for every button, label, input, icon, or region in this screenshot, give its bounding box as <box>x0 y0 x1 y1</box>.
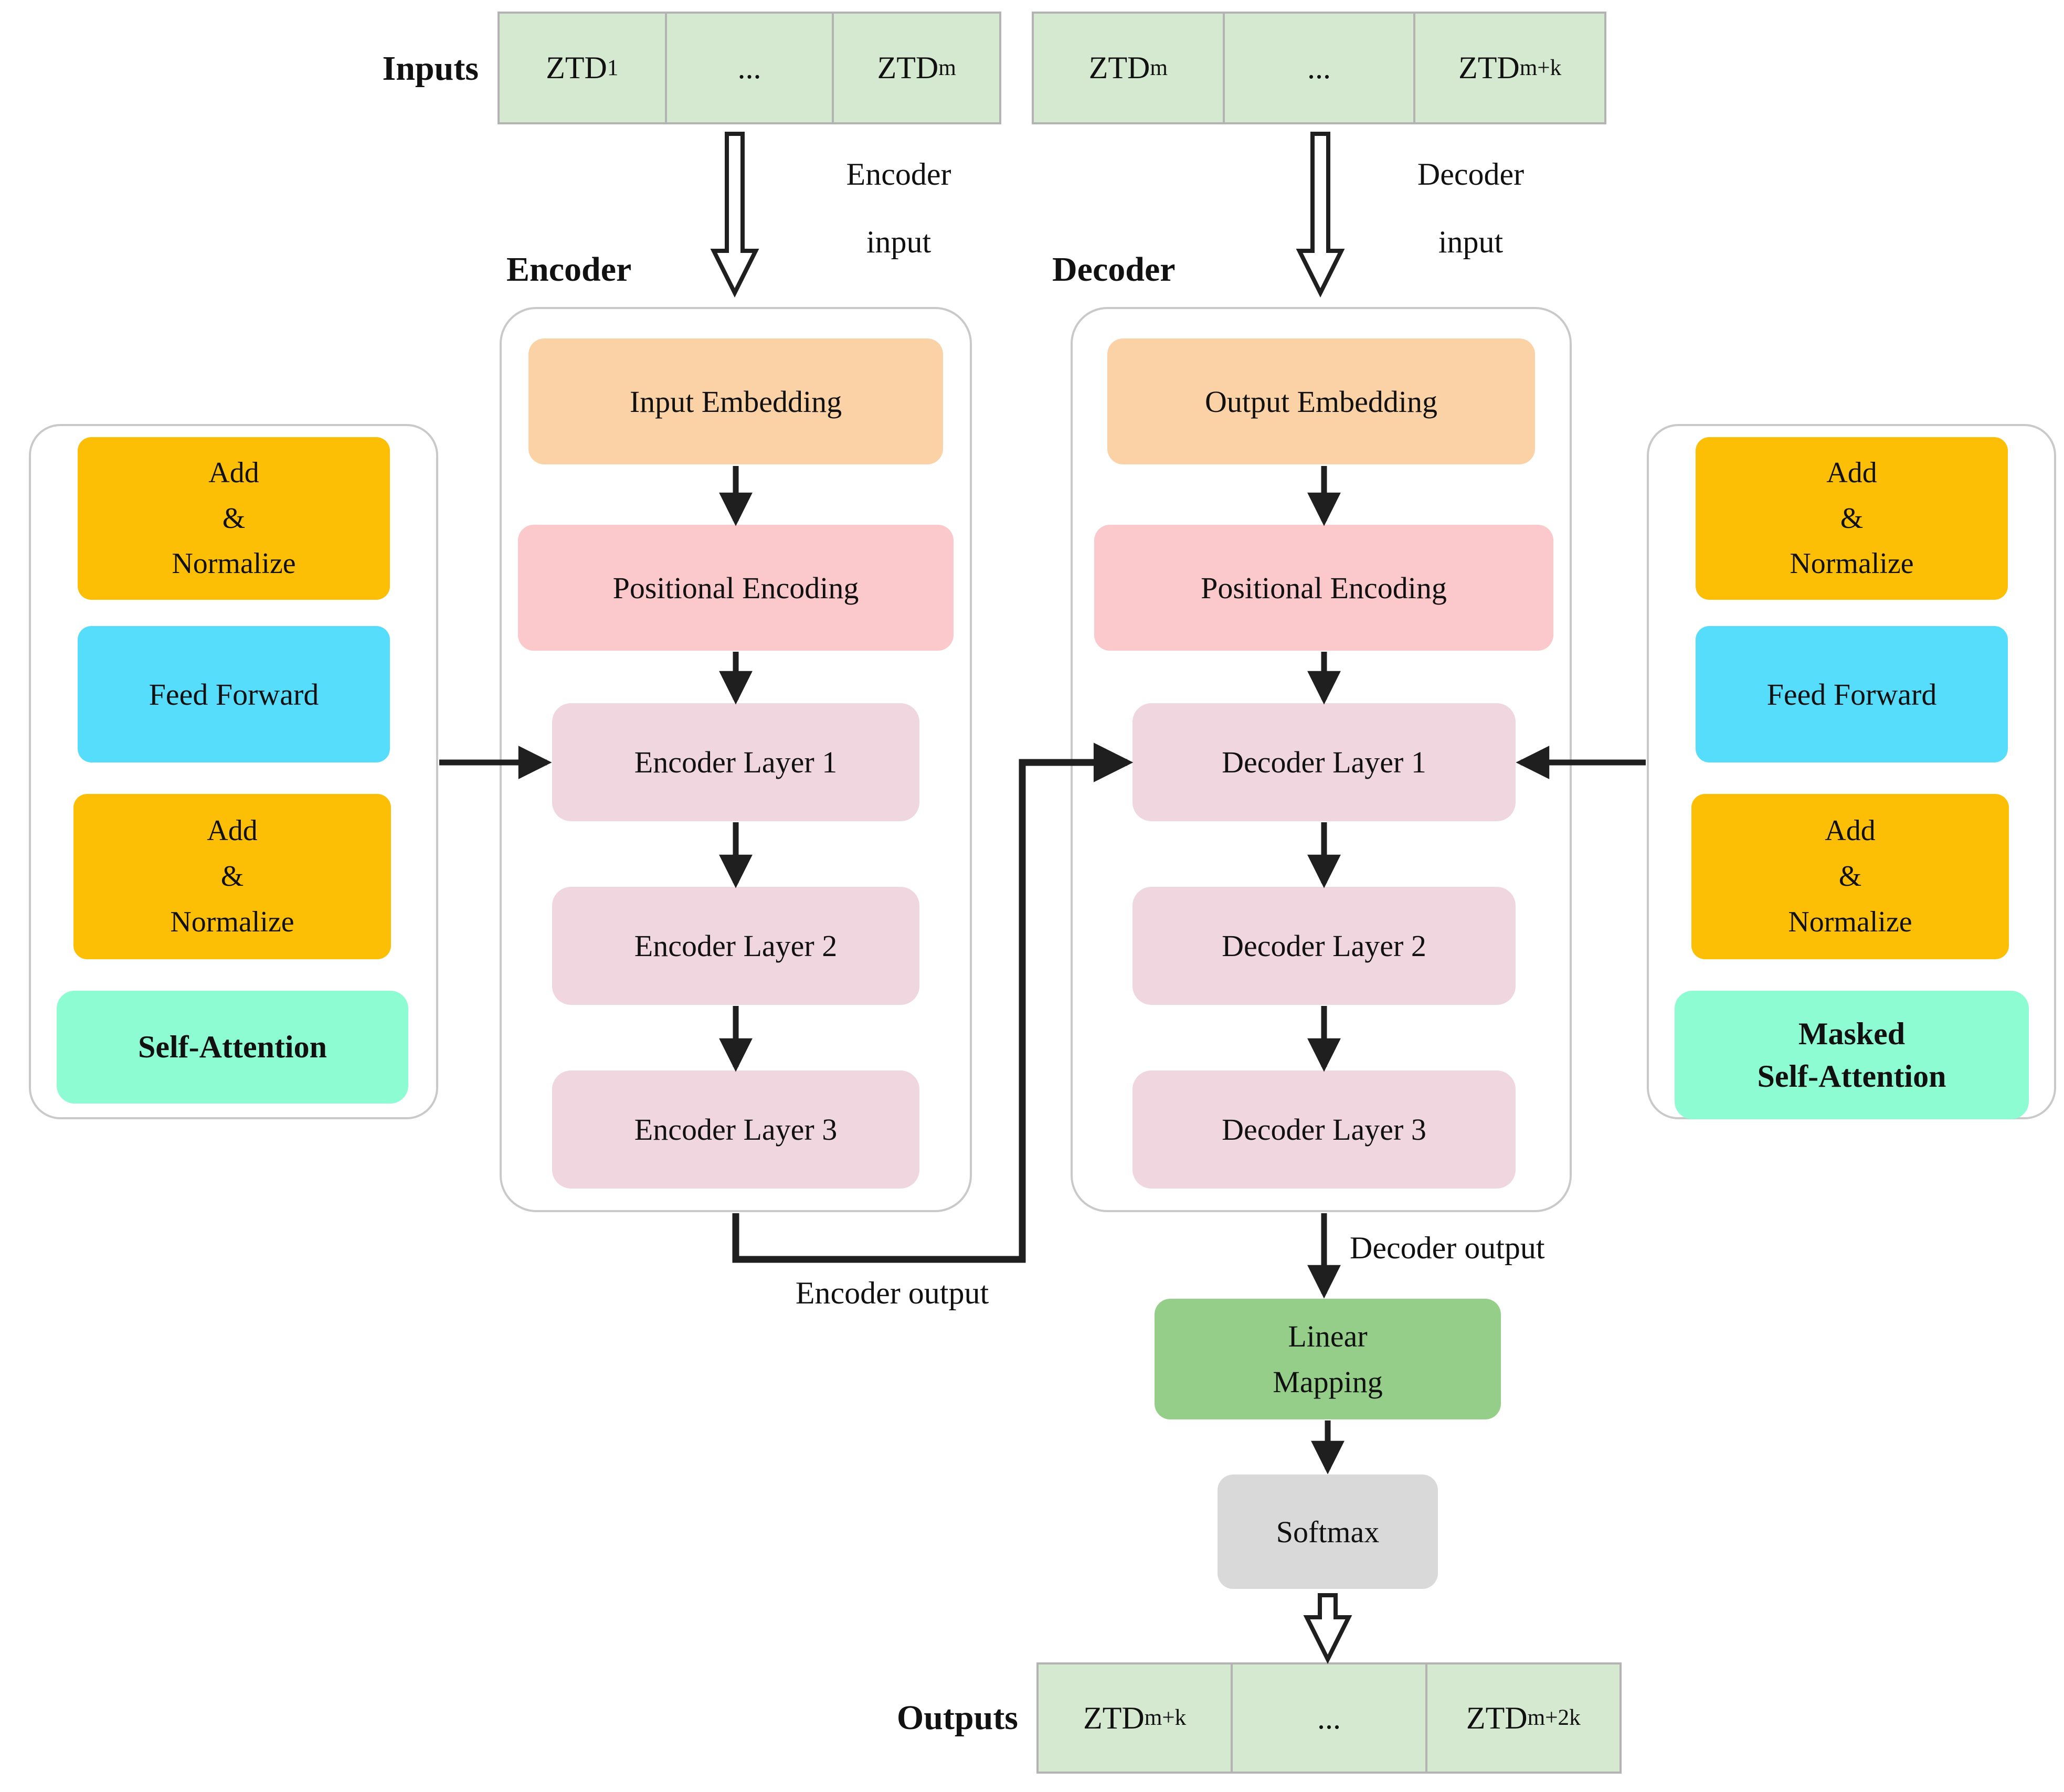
cell-text: ... <box>1317 1700 1341 1735</box>
decoder-feed-forward-box: Feed Forward <box>1696 626 2008 762</box>
cell-text: ... <box>1307 50 1331 85</box>
cell-text: ZTD <box>1466 1700 1528 1735</box>
input-cell-ellipsis: ... <box>1222 14 1414 122</box>
masked-self-attention-box: Masked Self-Attention <box>1675 991 2029 1119</box>
cell-text: ZTD <box>877 50 939 85</box>
decoder-output-label: Decoder output <box>1350 1231 1545 1265</box>
softmax-output-hollow-arrow <box>1303 1593 1352 1664</box>
cell-subscript: 1 <box>607 55 619 80</box>
input-embedding-box: Input Embedding <box>528 338 943 464</box>
inputs-label: Inputs <box>382 49 479 88</box>
encoder-output-label: Encoder output <box>795 1276 989 1310</box>
decoder-positional-encoding-box: Positional Encoding <box>1094 525 1553 651</box>
decoder-layer-2-box: Decoder Layer 2 <box>1132 887 1516 1005</box>
self-attention-box: Self-Attention <box>57 991 408 1104</box>
cell-text: ZTD <box>1458 50 1520 85</box>
cell-text: ZTD <box>1083 1700 1145 1735</box>
decoder-layer-3-box: Decoder Layer 3 <box>1132 1070 1516 1189</box>
encoder-layer-1-box: Encoder Layer 1 <box>552 703 919 821</box>
encoder-title: Encoder <box>506 250 632 289</box>
cell-subscript: m <box>938 55 956 80</box>
decoder-add-normalize-2-box: Add & Normalize <box>1691 794 2009 959</box>
cell-text: ZTD <box>546 50 607 85</box>
softmax-box: Softmax <box>1218 1475 1438 1589</box>
encoder-positional-encoding-box: Positional Encoding <box>518 525 954 651</box>
cell-text: ... <box>737 50 761 85</box>
cell-subscript: m <box>1150 55 1168 80</box>
decoder-input-hollow-arrow <box>1296 132 1345 298</box>
cell-subscript: m+k <box>1519 55 1562 80</box>
encoder-add-normalize-2-box: Add & Normalize <box>73 794 391 959</box>
input-cell-ellipsis: ... <box>664 14 832 122</box>
output-embedding-box: Output Embedding <box>1107 338 1535 464</box>
decoder-input-label: Decoder input <box>1417 157 1525 259</box>
outputs-label: Outputs <box>896 1699 1018 1737</box>
encoder-input-label: Encoder input <box>846 157 951 259</box>
cell-subscript: m+k <box>1144 1705 1187 1731</box>
cell-text: ZTD <box>1088 50 1150 85</box>
output-cell-ellipsis: ... <box>1231 1664 1425 1772</box>
cell-subscript: m+2k <box>1527 1705 1581 1731</box>
encoder-layer-3-box: Encoder Layer 3 <box>552 1070 919 1189</box>
encoder-feed-forward-box: Feed Forward <box>78 626 390 762</box>
encoder-input-hollow-arrow <box>710 132 759 298</box>
linear-mapping-box: Linear Mapping <box>1155 1299 1501 1419</box>
encoder-layer-2-box: Encoder Layer 2 <box>552 887 919 1005</box>
decoder-layer-1-box: Decoder Layer 1 <box>1132 703 1516 821</box>
encoder-output-path <box>732 743 1134 1263</box>
decoder-title: Decoder <box>1052 250 1176 289</box>
decoder-add-normalize-1-box: Add & Normalize <box>1696 437 2008 600</box>
encoder-add-normalize-1-box: Add & Normalize <box>78 437 390 600</box>
